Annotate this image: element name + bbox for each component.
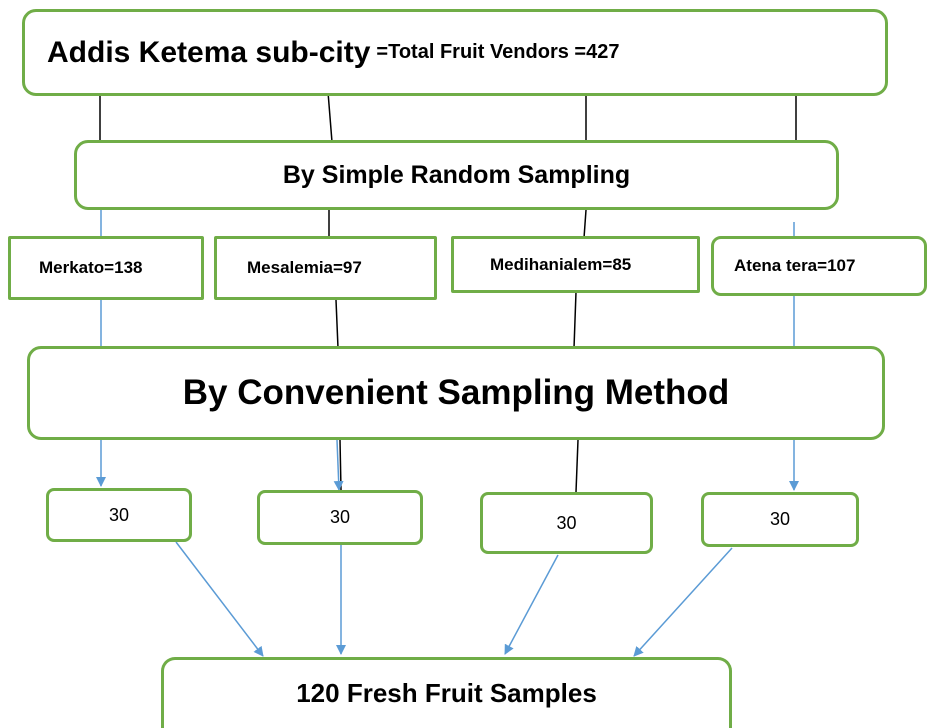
connector-line: [327, 91, 333, 143]
sample-count: 30: [769, 509, 791, 529]
area-label: Merkato=138: [39, 258, 143, 277]
total-samples-box: 120 Fresh Fruit Samples: [161, 657, 732, 728]
connector-line: [575, 439, 579, 493]
sample-box-1: 30: [46, 488, 192, 542]
area-label: Mesalemia=97: [247, 258, 362, 277]
sample-count: 30: [329, 507, 351, 527]
connector-line: [573, 291, 577, 349]
arrow-line: [504, 554, 559, 655]
area-box-mesalemia: Mesalemia=97: [214, 236, 437, 300]
sample-box-4: 30: [701, 492, 859, 547]
total-samples-label: 120 Fresh Fruit Samples: [296, 678, 597, 708]
sample-box-3: 30: [480, 492, 653, 554]
top-box: Addis Ketema sub-city =Total Fruit Vendo…: [22, 9, 888, 96]
sample-count: 30: [556, 512, 577, 533]
sample-box-2: 30: [257, 490, 423, 545]
top-box-total-label: =Total Fruit Vendors =427: [376, 41, 620, 63]
convenient-sampling-label: By Convenient Sampling Method: [182, 373, 730, 412]
area-box-medihanialem: Medihanialem=85: [451, 236, 700, 293]
arrow-line: [633, 547, 733, 657]
convenient-sampling-box: By Convenient Sampling Method: [27, 346, 885, 440]
random-sampling-box: By Simple Random Sampling: [74, 140, 839, 210]
area-label: Atena tera=107: [734, 256, 856, 275]
area-box-merkato: Merkato=138: [8, 236, 204, 300]
connector-line: [335, 299, 339, 349]
random-sampling-label: By Simple Random Sampling: [282, 160, 631, 189]
sample-count: 30: [108, 504, 130, 525]
area-label: Medihanialem=85: [490, 254, 632, 274]
connector-line: [583, 209, 587, 239]
area-box-atena-tera: Atena tera=107: [711, 236, 927, 296]
arrow-line: [333, 439, 344, 491]
arrow-line: [175, 541, 264, 657]
connector-line: [339, 439, 342, 491]
top-box-main-label: Addis Ketema sub-city: [47, 35, 371, 69]
